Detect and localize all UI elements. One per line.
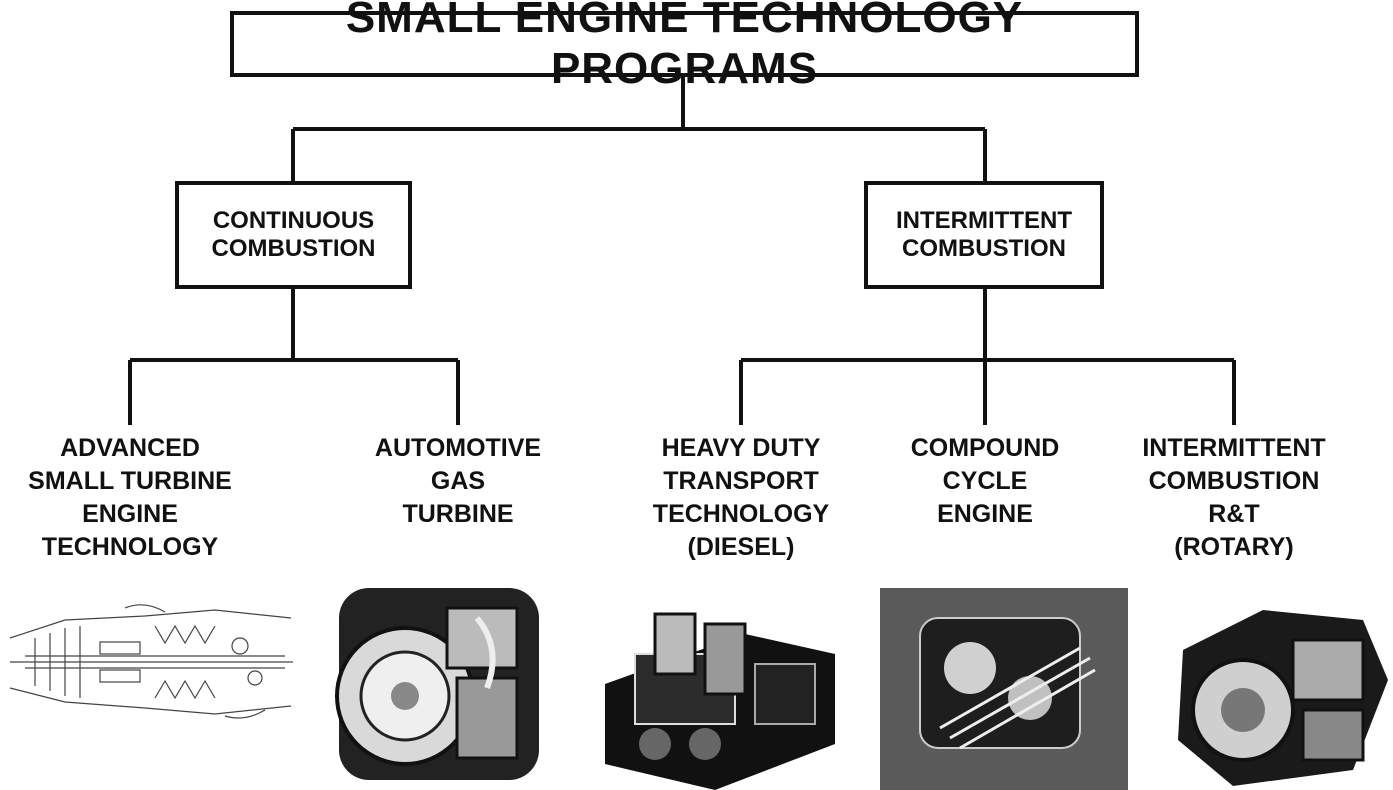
program-label-line: TECHNOLOGY — [652, 500, 830, 528]
program-label-line: ENGINE — [937, 500, 1033, 528]
program-label-line: TECHNOLOGY — [41, 533, 219, 561]
program-label-line: INTERMITTENT — [1142, 434, 1326, 462]
program-label-line: COMPOUND — [910, 434, 1060, 462]
program-label-line: R&T — [1208, 500, 1260, 528]
category-label-line: CONTINUOUS — [212, 207, 375, 235]
category-continuous-combustion: CONTINUOUS COMBUSTION — [175, 181, 412, 289]
program-intermittent-combustion-rotary: INTERMITTENT COMBUSTION R&T (ROTARY) — [1114, 432, 1354, 564]
category-label-line: COMBUSTION — [211, 235, 376, 262]
program-label-line: SMALL TURBINE — [28, 467, 232, 495]
program-label-line: COMBUSTION — [1148, 467, 1320, 495]
program-compound-cycle-engine: COMPOUND CYCLE ENGINE — [865, 432, 1105, 531]
program-label-line: GAS — [430, 467, 486, 495]
program-label-line: ADVANCED — [60, 434, 200, 462]
program-advanced-small-turbine: ADVANCED SMALL TURBINE ENGINE TECHNOLOGY — [10, 432, 250, 564]
program-label-line: TURBINE — [402, 500, 514, 528]
program-label-line: TRANSPORT — [663, 467, 819, 495]
rotary-engine-photo — [1178, 610, 1388, 786]
category-label-line: COMBUSTION — [901, 235, 1066, 262]
program-label-line: HEAVY DUTY — [661, 434, 821, 462]
turbine-engine-cutaway-drawing — [9, 604, 293, 719]
gas-turbine-engine-photo — [335, 588, 539, 780]
program-label-line: AUTOMOTIVE — [374, 434, 542, 462]
diagram-title-text: SMALL ENGINE TECHNOLOGY PROGRAMS — [345, 0, 1024, 93]
diagram-title: SMALL ENGINE TECHNOLOGY PROGRAMS — [230, 0, 1139, 93]
program-label-line: CYCLE — [942, 467, 1028, 495]
compound-engine-photo — [880, 588, 1128, 790]
program-heavy-duty-transport: HEAVY DUTY TRANSPORT TECHNOLOGY (DIESEL) — [621, 432, 861, 564]
program-automotive-gas-turbine: AUTOMOTIVE GAS TURBINE — [338, 432, 578, 531]
category-intermittent-combustion: INTERMITTENT COMBUSTION — [864, 181, 1104, 289]
program-label-line: (ROTARY) — [1174, 533, 1294, 561]
diesel-engine-photo — [605, 612, 835, 790]
program-label-line: (DIESEL) — [687, 533, 795, 561]
program-label-line: ENGINE — [82, 500, 178, 528]
category-label-line: INTERMITTENT — [896, 207, 1072, 235]
